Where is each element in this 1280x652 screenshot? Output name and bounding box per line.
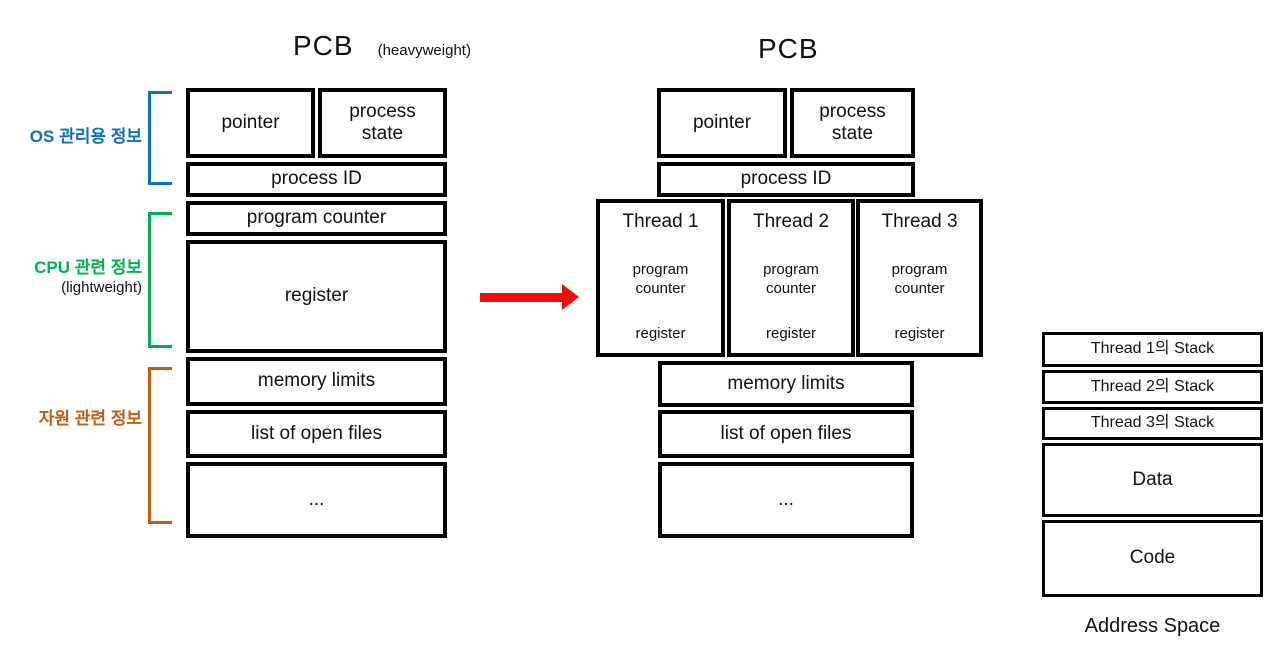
thread-1-program-counter: program counter — [632, 261, 689, 297]
thread-3-column: Thread 3 program counter register — [856, 199, 983, 357]
left-pcb-title: PCB (heavyweight) — [293, 30, 471, 62]
left-pcb-open-files-cell: list of open files — [186, 410, 447, 458]
resource-info-label: 자원 관련 정보 — [38, 409, 142, 428]
left-pcb-ellipsis-cell: ... — [186, 462, 447, 538]
left-pcb-register-cell: register — [186, 240, 447, 353]
left-pcb-process-id-cell: process ID — [186, 162, 447, 197]
thread-1-title: Thread 1 — [622, 211, 699, 232]
left-pcb-memory-limits-cell: memory limits — [186, 357, 447, 406]
os-info-label: OS 관리용 정보 — [29, 127, 142, 146]
thread-3-program-counter: program counter — [891, 261, 948, 297]
left-pcb-program-counter-cell: program counter — [186, 201, 447, 236]
left-pcb-subtitle: (heavyweight) — [377, 42, 471, 59]
left-pcb-pointer-cell: pointer — [186, 88, 315, 158]
mid-pcb-process-state-cell: process state — [790, 88, 915, 158]
thread-2-program-counter: program counter — [763, 261, 819, 297]
mid-pcb-process-id-cell: process ID — [657, 162, 915, 197]
left-pcb-title-text: PCB — [293, 30, 354, 61]
mid-pcb-title: PCB — [758, 33, 819, 65]
data-segment-cell: Data — [1042, 443, 1263, 517]
thread-1-column: Thread 1 program counter register — [596, 199, 725, 357]
cpu-info-label: CPU 관련 정보 (lightweight) — [12, 258, 142, 297]
mid-pcb-ellipsis-cell: ... — [658, 462, 914, 538]
mid-pcb-open-files-cell: list of open files — [658, 410, 914, 458]
os-info-bracket — [148, 91, 172, 185]
transform-arrow-shaft — [480, 293, 562, 302]
mid-pcb-title-text: PCB — [758, 33, 819, 64]
cpu-info-label-text: CPU 관련 정보 — [34, 258, 142, 277]
thread-2-stack-cell: Thread 2의 Stack — [1042, 370, 1263, 404]
resource-info-bracket — [148, 367, 172, 524]
thread-1-register: register — [635, 324, 686, 342]
mid-pcb-memory-limits-cell: memory limits — [658, 361, 914, 407]
left-pcb-process-state-cell: process state — [318, 88, 447, 158]
code-segment-cell: Code — [1042, 520, 1263, 597]
thread-2-title: Thread 2 — [752, 211, 830, 232]
thread-3-register: register — [894, 324, 945, 342]
transform-arrow-head — [562, 284, 579, 310]
cpu-info-label-sub: (lightweight) — [61, 279, 142, 297]
thread-2-register: register — [765, 324, 817, 342]
thread-1-stack-cell: Thread 1의 Stack — [1042, 332, 1263, 367]
thread-3-stack-cell: Thread 3의 Stack — [1042, 407, 1263, 440]
thread-2-column: Thread 2 program counter register — [727, 199, 855, 357]
mid-pcb-pointer-cell: pointer — [657, 88, 787, 158]
cpu-info-bracket — [148, 212, 172, 348]
thread-3-title: Thread 3 — [881, 211, 958, 232]
address-space-caption: Address Space — [1084, 615, 1221, 637]
